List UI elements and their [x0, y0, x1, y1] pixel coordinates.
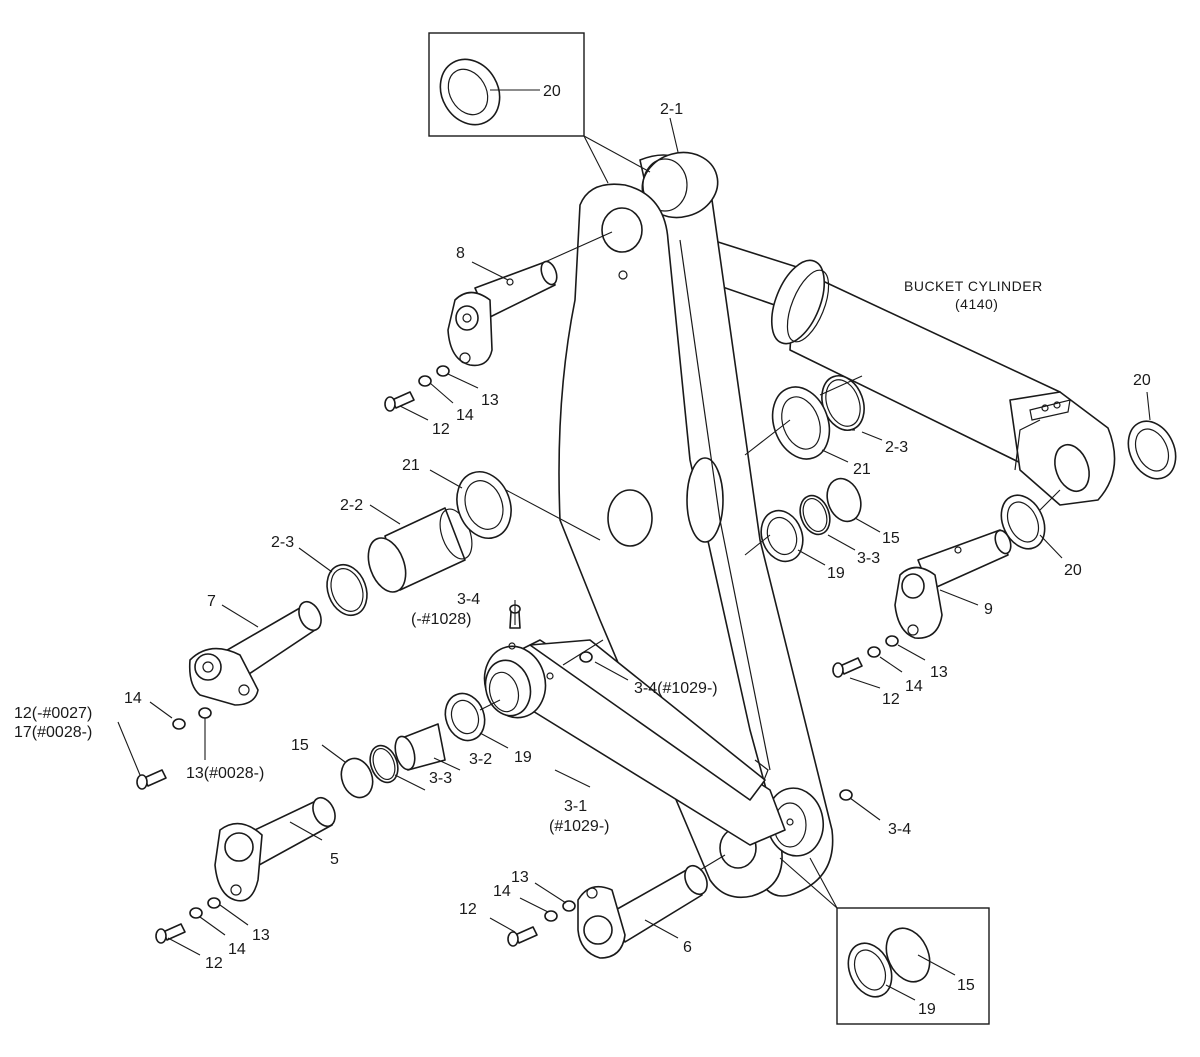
callout-2-2: 2-2: [340, 497, 363, 514]
grease-fitting-icon: [839, 789, 853, 801]
pin-7: [188, 600, 322, 706]
callout-12: 12: [882, 691, 900, 708]
callout-2-3: 2-3: [885, 439, 908, 456]
callout-19: 19: [918, 1001, 936, 1018]
callout-13: 13(#0028-): [186, 765, 264, 782]
pin-8: [447, 260, 558, 367]
detail-box-bottom: [836, 907, 990, 1025]
callout-8: 8: [456, 245, 465, 262]
callout-7: 7: [207, 593, 216, 610]
callout-15: 15: [957, 977, 975, 994]
callout-5: 5: [330, 851, 339, 868]
callout-3-4: 3-4(#1029-): [634, 680, 718, 697]
callout-13: 13: [252, 927, 270, 944]
callout-12: 12: [205, 955, 223, 972]
cylinder-code: (4140): [955, 296, 998, 312]
bushing-2-2: [367, 507, 473, 593]
callout-20: 20: [1064, 562, 1082, 579]
callout-20: 20: [1133, 372, 1151, 389]
bucket-cylinder: [649, 221, 1116, 506]
callout-14: 14: [456, 407, 474, 424]
callout-3-4: 3-4: [888, 821, 911, 838]
callout-3-4: 3-4: [457, 591, 480, 608]
callout-2-1: 2-1: [660, 101, 683, 118]
callout-21: 21: [402, 457, 420, 474]
callout-14: 14: [228, 941, 246, 958]
pin-9: [894, 529, 1012, 639]
leader-lines: [117, 89, 1151, 1001]
callout-14: 14: [905, 678, 923, 695]
callout-19: 19: [514, 749, 532, 766]
callout-3-2: 3-2: [469, 751, 492, 768]
cylinder-name: BUCKET CYLINDER: [904, 278, 1043, 294]
callout-6: 6: [683, 939, 692, 956]
bushing-3-2: [394, 723, 446, 771]
callout-15: 15: [291, 737, 309, 754]
callout-3-4-serial: (-#1028): [411, 611, 471, 628]
callout-3-1-serial: (#1029-): [549, 818, 609, 835]
callout-15: 15: [882, 530, 900, 547]
callout-3-3: 3-3: [857, 550, 880, 567]
callout-13: 13: [511, 869, 529, 886]
callout-3-3: 3-3: [429, 770, 452, 787]
ring-shims: [326, 58, 1177, 998]
callout-12: 12: [459, 901, 477, 918]
pin-6: [577, 864, 708, 959]
bellcrank-lever: [558, 151, 834, 899]
fasteners: [136, 365, 899, 947]
detail-box-top: [428, 32, 585, 137]
callout-14: 14: [124, 690, 142, 707]
callout-14: 14: [493, 883, 511, 900]
grease-fitting-icon: [579, 651, 593, 663]
callout-2-3: 2-3: [271, 534, 294, 551]
callout-13: 13: [930, 664, 948, 681]
callout-20: 20: [543, 83, 561, 100]
callout-12-17: 17(#0028-): [14, 724, 92, 741]
callout-9: 9: [984, 601, 993, 618]
pin-5: [214, 796, 336, 902]
callout-12-17: 12(-#0027): [14, 705, 92, 722]
callout-3-1: 3-1: [564, 798, 587, 815]
callout-12: 12: [432, 421, 450, 438]
callout-21: 21: [853, 461, 871, 478]
callout-19: 19: [827, 565, 845, 582]
callout-13: 13: [481, 392, 499, 409]
